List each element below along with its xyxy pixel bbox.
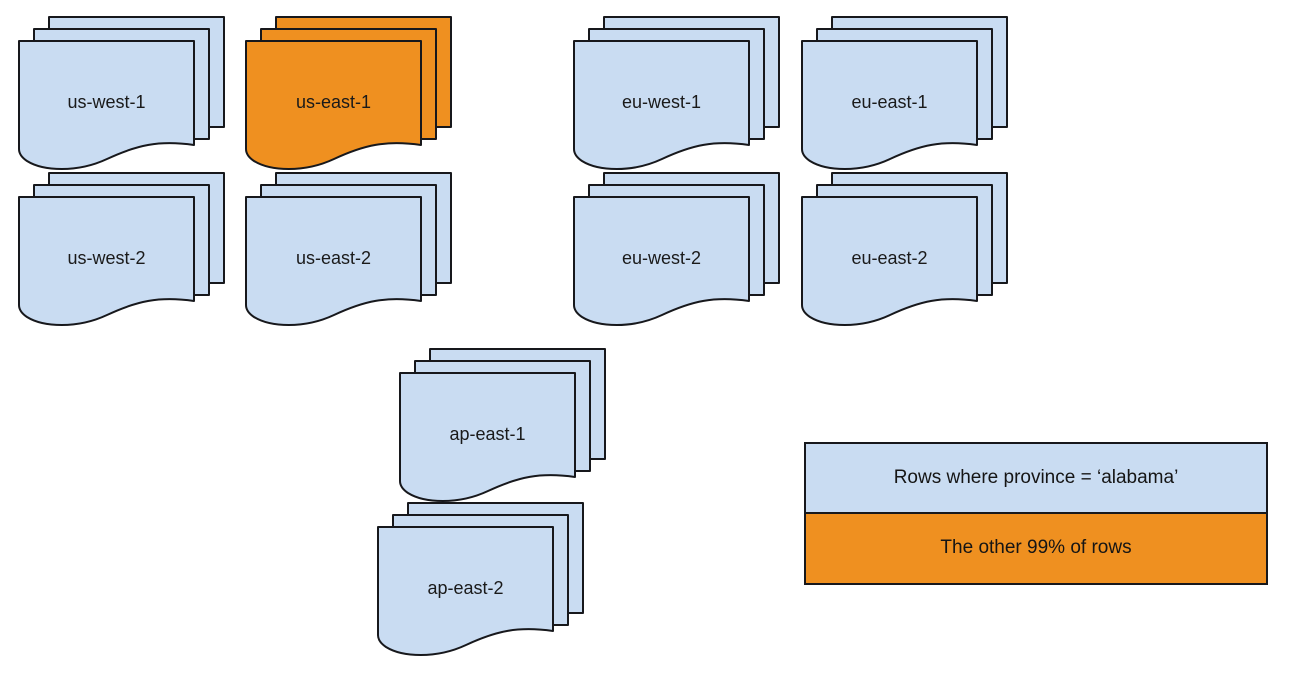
document-sheet xyxy=(573,196,750,326)
document-stack-ap-east-1[interactable]: ap-east-1 xyxy=(399,348,606,509)
document-sheet xyxy=(801,40,978,170)
legend: Rows where province = ‘alabama’ The othe… xyxy=(804,442,1268,585)
document-sheet xyxy=(245,196,422,326)
document-sheet xyxy=(399,372,576,502)
document-stack-us-west-2[interactable]: us-west-2 xyxy=(18,172,225,333)
document-stack-eu-west-2[interactable]: eu-west-2 xyxy=(573,172,780,333)
document-stack-us-east-2[interactable]: us-east-2 xyxy=(245,172,452,333)
document-sheet xyxy=(801,196,978,326)
document-stack-icon xyxy=(18,172,225,326)
legend-label-alabama: Rows where province = ‘alabama’ xyxy=(893,466,1179,488)
document-stack-eu-east-1[interactable]: eu-east-1 xyxy=(801,16,1008,177)
legend-label-other-rows: The other 99% of rows xyxy=(940,537,1132,559)
document-stack-icon xyxy=(801,16,1008,170)
document-stack-icon xyxy=(245,172,452,326)
legend-row-other-rows: The other 99% of rows xyxy=(806,513,1266,583)
document-stack-icon xyxy=(399,348,606,502)
document-sheet xyxy=(377,526,554,656)
document-sheet xyxy=(573,40,750,170)
legend-row-alabama: Rows where province = ‘alabama’ xyxy=(806,444,1266,514)
document-stack-us-east-1[interactable]: us-east-1 xyxy=(245,16,452,177)
document-stack-ap-east-2[interactable]: ap-east-2 xyxy=(377,502,584,663)
document-stack-icon xyxy=(801,172,1008,326)
document-stack-icon xyxy=(573,172,780,326)
document-stack-us-west-1[interactable]: us-west-1 xyxy=(18,16,225,177)
document-stack-icon xyxy=(18,16,225,170)
document-stack-eu-east-2[interactable]: eu-east-2 xyxy=(801,172,1008,333)
document-sheet xyxy=(245,40,422,170)
document-sheet xyxy=(18,40,195,170)
document-stack-icon xyxy=(245,16,452,170)
document-stack-icon xyxy=(573,16,780,170)
document-stack-eu-west-1[interactable]: eu-west-1 xyxy=(573,16,780,177)
document-stack-icon xyxy=(377,502,584,656)
document-sheet xyxy=(18,196,195,326)
